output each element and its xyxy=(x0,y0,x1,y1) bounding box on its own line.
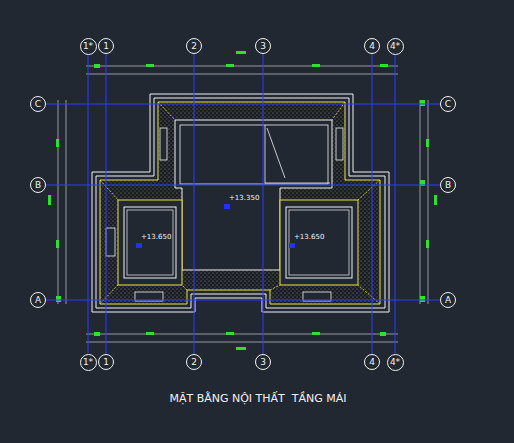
grid-bubble: 1* xyxy=(80,38,97,55)
grid-label: C xyxy=(35,100,41,109)
grid-label: A xyxy=(445,296,451,305)
grid-line xyxy=(395,55,396,354)
grid-bubble: B xyxy=(440,177,456,193)
grid-bubble: 2 xyxy=(186,354,202,370)
grid-label: 1* xyxy=(83,42,93,51)
grid-bubble: C xyxy=(30,96,46,112)
stair-line xyxy=(267,128,285,178)
grid-label: C xyxy=(445,100,451,109)
grid-bubble: 4* xyxy=(387,354,404,371)
grid-line xyxy=(46,104,440,105)
stair-outline xyxy=(265,125,330,183)
grid-label: 1 xyxy=(103,358,109,367)
elevation-label: +13.650 xyxy=(141,234,171,241)
grid-bubble: A xyxy=(440,292,456,308)
grid-line xyxy=(46,185,440,186)
grid-bubble: C xyxy=(440,96,456,112)
grid-bubble: 3 xyxy=(255,354,271,370)
grid-label: 3 xyxy=(260,42,266,51)
grid-label: A xyxy=(35,296,41,305)
elevation-label: +13.350 xyxy=(229,195,259,202)
grid-bubble: 2 xyxy=(186,38,202,54)
grid-bubble: 1 xyxy=(98,354,114,370)
grid-line xyxy=(372,54,373,354)
grid-line xyxy=(88,55,89,354)
left-room xyxy=(118,200,182,285)
grid-label: 1* xyxy=(83,358,93,367)
grid-label: 3 xyxy=(260,358,266,367)
grid-line xyxy=(194,54,195,354)
elevation-markers xyxy=(136,204,295,248)
building-outline xyxy=(92,94,389,312)
left-room-wall xyxy=(127,210,173,275)
grid-label: 2 xyxy=(191,42,197,51)
grid-bubble: 3 xyxy=(255,38,271,54)
grid-bubble: 4 xyxy=(364,38,380,54)
grid-bubble: 4 xyxy=(364,354,380,370)
grid-label: 2 xyxy=(191,358,197,367)
grid-label: 1 xyxy=(103,42,109,51)
grid-line xyxy=(263,54,264,354)
grid-bubble: 4* xyxy=(387,38,404,55)
elevation-label: +13.650 xyxy=(294,234,324,241)
hip-lines xyxy=(100,102,380,304)
grid-label: B xyxy=(35,181,41,190)
drawing-caption: MẶT BẰNG NỘI THẤT TẦNG MÁI xyxy=(169,393,346,404)
vents xyxy=(106,128,343,301)
roof-hatch xyxy=(100,102,380,304)
grid-bubble: 1 xyxy=(98,38,114,54)
grid-label: B xyxy=(445,181,451,190)
right-room-wall xyxy=(286,207,352,278)
grid-line xyxy=(46,300,440,301)
grid-bubble: 1* xyxy=(80,354,97,371)
grid-label: 4 xyxy=(369,358,375,367)
grid-label: 4 xyxy=(369,42,375,51)
right-room-wall xyxy=(289,210,349,275)
grid-bubble: B xyxy=(30,177,46,193)
flat-roof-inner xyxy=(180,125,328,184)
left-room-wall xyxy=(124,207,176,278)
grid-label: 4* xyxy=(390,358,400,367)
right-room xyxy=(280,200,358,285)
grid-bubble: A xyxy=(30,292,46,308)
grid-label: 4* xyxy=(390,42,400,51)
grid-line xyxy=(106,54,107,354)
